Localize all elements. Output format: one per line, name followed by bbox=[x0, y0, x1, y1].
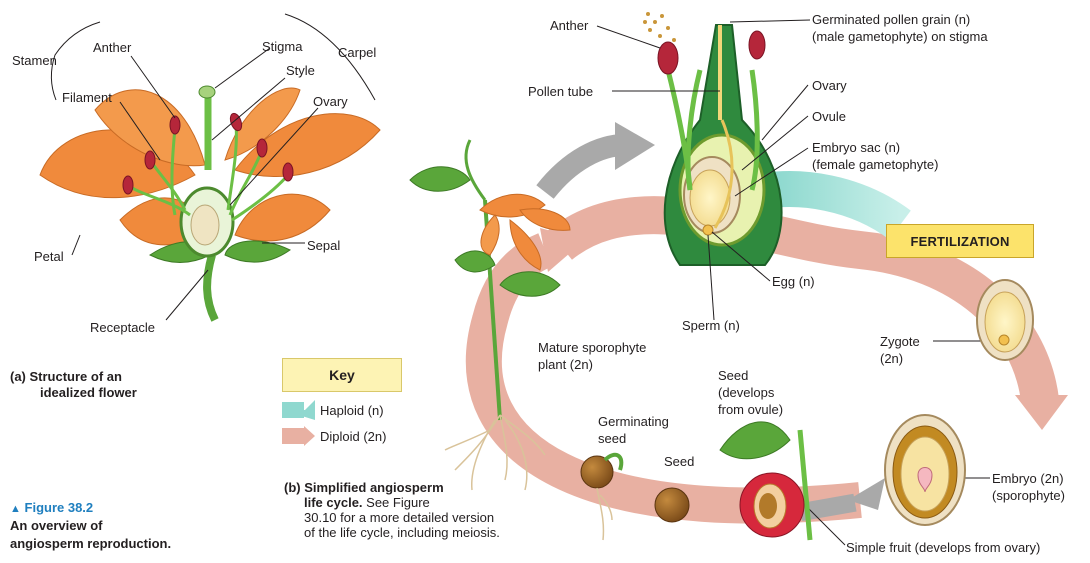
embryo-seed bbox=[885, 415, 965, 525]
label-anther-b: Anther bbox=[550, 18, 588, 33]
key-swatches bbox=[282, 400, 315, 446]
zygote-ovule bbox=[977, 280, 1033, 360]
label-mature-sporophyte-2: plant (2n) bbox=[538, 357, 593, 372]
caption-a-line1: (a) Structure of an bbox=[10, 369, 122, 384]
label-embryo-sac-2: (female gametophyte) bbox=[812, 157, 938, 172]
label-embryo-2: (sporophyte) bbox=[992, 488, 1065, 503]
label-anther: Anther bbox=[93, 40, 131, 55]
caption-b-line1: (b) Simplified angiosperm bbox=[284, 480, 444, 495]
label-ovary-a: Ovary bbox=[313, 94, 348, 109]
label-ovule: Ovule bbox=[812, 109, 846, 124]
caption-a-line2: idealized flower bbox=[40, 385, 137, 400]
caption-b-line2-rest: See Figure bbox=[363, 495, 430, 510]
figure-number: ▲ Figure 38.2 bbox=[10, 500, 93, 515]
caption-b-line3: 30.10 for a more detailed version bbox=[284, 510, 494, 525]
figure-title-line1: An overview of bbox=[10, 518, 102, 533]
label-ovary-b: Ovary bbox=[812, 78, 847, 93]
label-zygote-1: Zygote bbox=[880, 334, 920, 349]
seed bbox=[655, 488, 689, 522]
label-stigma: Stigma bbox=[262, 39, 302, 54]
label-simple-fruit: Simple fruit (develops from ovary) bbox=[846, 540, 1040, 555]
key-haploid: Haploid (n) bbox=[320, 403, 384, 418]
gray-arrow bbox=[545, 122, 655, 192]
label-sperm: Sperm (n) bbox=[682, 318, 740, 333]
label-stamen: Stamen bbox=[12, 53, 57, 68]
label-egg: Egg (n) bbox=[772, 274, 815, 289]
label-seed-develops-1: Seed bbox=[718, 368, 748, 383]
label-pollen-tube: Pollen tube bbox=[528, 84, 593, 99]
label-germinating-seed-2: seed bbox=[598, 431, 626, 446]
figure-title-line2: angiosperm reproduction. bbox=[10, 536, 171, 551]
label-embryo-1: Embryo (2n) bbox=[992, 471, 1064, 486]
label-seed-develops-3: from ovule) bbox=[718, 402, 783, 417]
label-style: Style bbox=[286, 63, 315, 78]
label-carpel: Carpel bbox=[338, 45, 376, 60]
flower-structure bbox=[40, 86, 380, 320]
caption-b: (b) Simplified angiosperm life cycle. Se… bbox=[284, 480, 554, 540]
fertilization-box: FERTILIZATION bbox=[886, 224, 1034, 258]
label-zygote-2: (2n) bbox=[880, 351, 903, 366]
label-seed-develops-2: (develops bbox=[718, 385, 774, 400]
label-germinating-seed-1: Germinating bbox=[598, 414, 669, 429]
key-title: Key bbox=[282, 358, 402, 392]
label-filament: Filament bbox=[62, 90, 112, 105]
label-mature-sporophyte-1: Mature sporophyte bbox=[538, 340, 646, 355]
key-diploid: Diploid (2n) bbox=[320, 429, 386, 444]
label-seed: Seed bbox=[664, 454, 694, 469]
label-sepal: Sepal bbox=[307, 238, 340, 253]
label-germinated-pollen-1: Germinated pollen grain (n) bbox=[812, 12, 970, 27]
caption-b-line4: of the life cycle, including meiosis. bbox=[284, 525, 500, 540]
label-receptacle: Receptacle bbox=[90, 320, 155, 335]
figure-number-text: Figure 38.2 bbox=[25, 500, 94, 515]
label-germinated-pollen-2: (male gametophyte) on stigma bbox=[812, 29, 988, 44]
label-embryo-sac-1: Embryo sac (n) bbox=[812, 140, 900, 155]
label-petal: Petal bbox=[34, 249, 64, 264]
caption-b-line2: life cycle. bbox=[284, 495, 363, 510]
